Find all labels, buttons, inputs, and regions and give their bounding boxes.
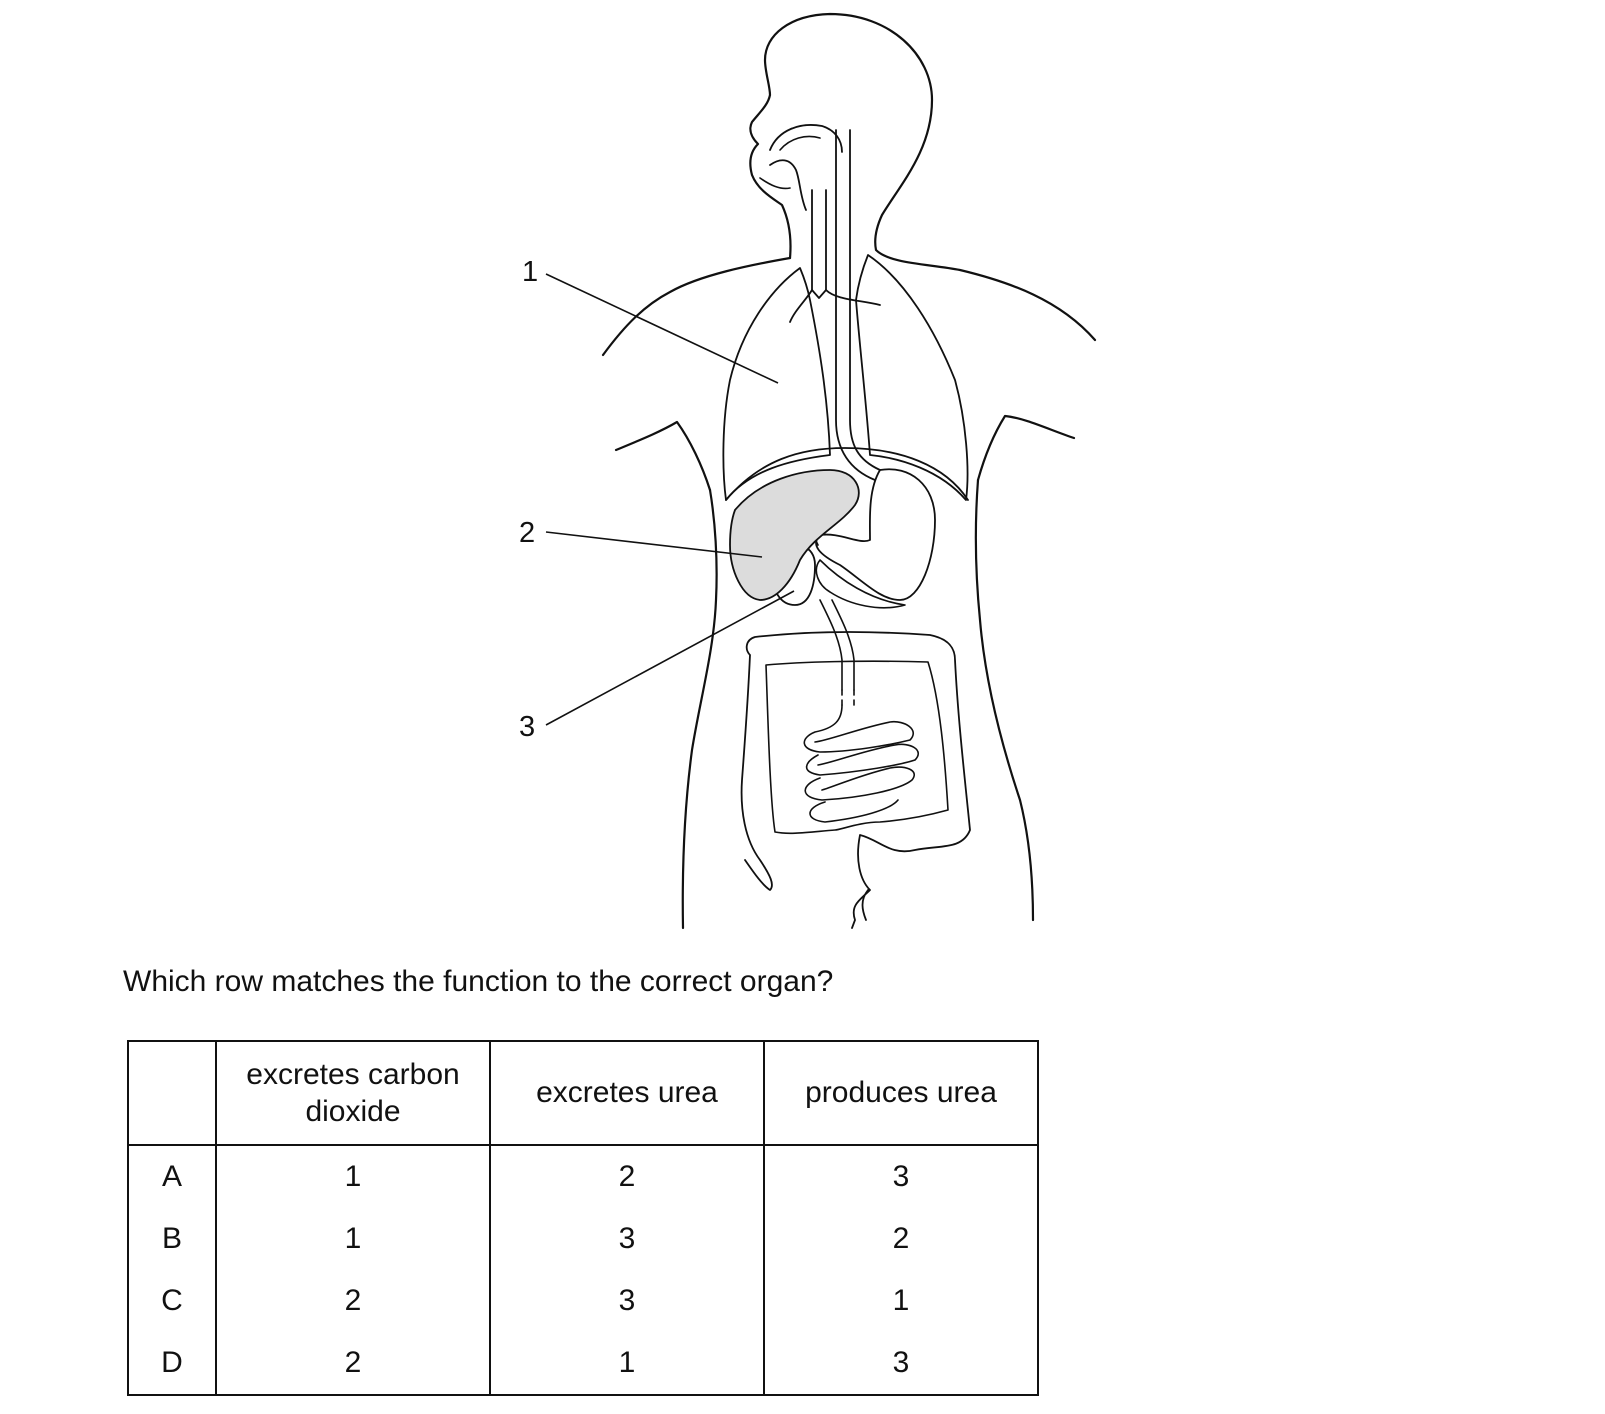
trachea xyxy=(811,189,827,291)
pancreas xyxy=(815,559,906,609)
large-intestine xyxy=(740,631,971,929)
label-line-2 xyxy=(545,531,763,558)
liver xyxy=(729,469,860,601)
table-cell: 2 xyxy=(489,1145,765,1208)
table-row[interactable]: D 2 1 3 xyxy=(127,1332,1039,1396)
answer-table: excretes carbon dioxide excretes urea pr… xyxy=(127,1040,1039,1396)
bronchi xyxy=(789,289,881,323)
label-line-3 xyxy=(545,590,795,726)
table-cell: 1 xyxy=(215,1145,491,1208)
left-lung xyxy=(722,267,831,501)
table-row[interactable]: B 1 3 2 xyxy=(127,1208,1039,1270)
header-excretes-urea: excretes urea xyxy=(489,1040,765,1146)
torso-left-outline xyxy=(681,488,718,930)
table-cell: 2 xyxy=(215,1270,491,1332)
row-letter: D xyxy=(127,1332,217,1396)
label-1: 1 xyxy=(522,256,538,288)
table-header-row: excretes carbon dioxide excretes urea pr… xyxy=(127,1040,1039,1146)
table-row[interactable]: C 2 3 1 xyxy=(127,1270,1039,1332)
table-cell: 1 xyxy=(763,1270,1039,1332)
table-cell: 3 xyxy=(763,1145,1039,1208)
label-line-1 xyxy=(545,273,779,384)
row-letter: C xyxy=(127,1270,217,1332)
table-cell: 2 xyxy=(763,1208,1039,1270)
left-arm-outline xyxy=(614,420,712,492)
table-cell: 1 xyxy=(489,1332,765,1396)
row-letter: A xyxy=(127,1145,217,1208)
table-cell: 3 xyxy=(489,1208,765,1270)
label-3: 3 xyxy=(519,711,535,743)
torso-right-outline xyxy=(974,478,1035,922)
header-excretes-co2: excretes carbon dioxide xyxy=(215,1040,491,1146)
header-blank xyxy=(127,1040,217,1146)
table-row[interactable]: A 1 2 3 xyxy=(127,1145,1039,1208)
human-body-diagram: 1 2 3 xyxy=(519,12,1097,930)
header-produces-urea: produces urea xyxy=(763,1040,1039,1146)
oesophagus xyxy=(835,129,881,481)
table-cell: 1 xyxy=(215,1208,491,1270)
stomach xyxy=(815,468,936,601)
table-cell: 3 xyxy=(489,1270,765,1332)
diaphragm xyxy=(725,447,969,501)
right-lung xyxy=(855,254,969,501)
label-2: 2 xyxy=(519,517,535,549)
right-arm-outline xyxy=(976,414,1076,482)
question-text: Which row matches the function to the co… xyxy=(123,965,834,998)
head-outline xyxy=(749,12,1097,342)
table-cell: 3 xyxy=(763,1332,1039,1396)
table-cell: 2 xyxy=(215,1332,491,1396)
small-intestine xyxy=(803,704,919,823)
row-letter: B xyxy=(127,1208,217,1270)
left-shoulder-outline xyxy=(601,256,792,357)
